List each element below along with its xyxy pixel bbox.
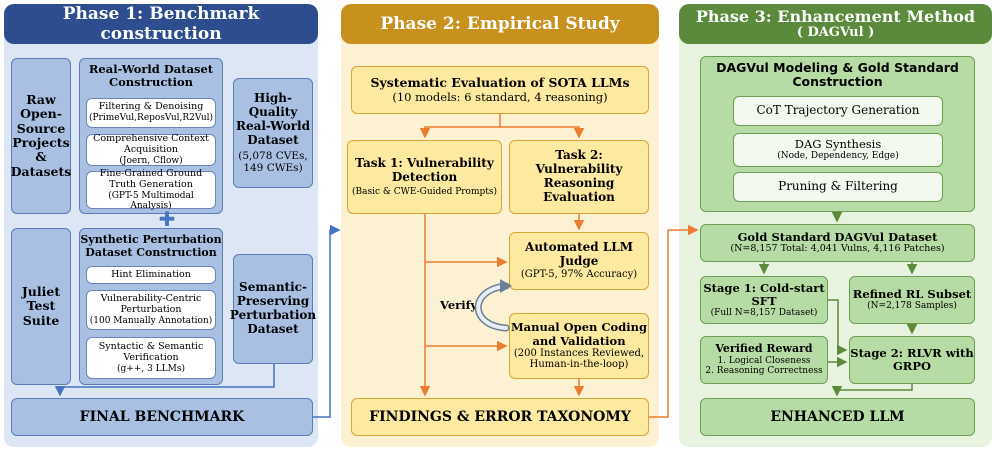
rl-subset-box: Refined RL Subset (N=2,178 Samples) xyxy=(849,276,975,324)
filtering-box: Filtering & Denoising (PrimeVul,ReposVul… xyxy=(86,98,216,128)
juliet-box: Juliet Test Suite xyxy=(11,228,71,385)
reward-box: Verified Reward 1. Logical Closeness 2. … xyxy=(700,336,828,384)
sys-eval-sub: (10 models: 6 standard, 4 reasoning) xyxy=(392,89,608,104)
context-title: Comprehensive Context Acquisition xyxy=(93,132,209,155)
task1-sub: (Basic & CWE-Guided Prompts) xyxy=(351,186,498,197)
manual-title: Manual Open Coding and Validation xyxy=(510,320,648,348)
enhanced-box: ENHANCED LLM xyxy=(700,398,975,436)
stage1-sub: (Full N=8,157 Dataset) xyxy=(710,308,818,319)
phase2-header: Phase 2: Empirical Study xyxy=(341,4,659,44)
findings-label: FINDINGS & ERROR TAXONOMY xyxy=(369,408,631,425)
dag-sub: (Node, Dependency, Edge) xyxy=(777,151,899,162)
task2-title: Task 2: Vulnerability Reasoning Evaluati… xyxy=(535,148,623,204)
reward-title: Verified Reward xyxy=(715,342,813,356)
phase3-header: Phase 3: Enhancement Method ( DAGVul ) xyxy=(679,4,992,44)
task1-box: Task 1: Vulnerability Detection (Basic &… xyxy=(347,140,502,214)
context-box: Comprehensive Context Acquisition (Joern… xyxy=(86,132,216,166)
reward-item2: 2. Reasoning Correctness xyxy=(705,366,823,377)
ground-truth-sub: (GPT-5 Multimodal Analysis) xyxy=(108,190,194,211)
raw-source-box: Raw Open-Source Projects & Datasets xyxy=(11,58,71,214)
manual-sub: (200 Instances Reviewed, Human-in-the-lo… xyxy=(513,347,645,371)
gold-sub: (N=8,157 Total: 4,041 Vulns, 4,116 Patch… xyxy=(730,243,945,255)
final-benchmark-label: FINAL BENCHMARK xyxy=(79,408,245,425)
hq-dataset-title: High-Quality Real-World Dataset xyxy=(235,91,311,147)
hq-dataset-sub: (5,078 CVEs, 149 CWEs) xyxy=(238,149,308,174)
ground-truth-title: Fine-Grained Ground Truth Generation xyxy=(99,167,203,190)
vcp-sub: (100 Manually Annotation) xyxy=(89,315,213,326)
spp-box: Semantic-Preserving Perturbation Dataset xyxy=(229,254,317,364)
dag-title: DAG Synthesis xyxy=(794,137,882,152)
reward-item1: 1. Logical Closeness xyxy=(717,355,811,366)
verify-label: Verify xyxy=(440,298,478,312)
vcp-title: Vulnerability-Centric Perturbation xyxy=(100,292,202,315)
synthetic-title: Synthetic Perturbation Dataset Construct… xyxy=(80,233,222,259)
phase3-title: Phase 3: Enhancement Method xyxy=(695,7,976,27)
gold-box: Gold Standard DAGVul Dataset (N=8,157 To… xyxy=(700,224,975,262)
gold-title: Gold Standard DAGVul Dataset xyxy=(737,229,938,244)
final-benchmark-box: FINAL BENCHMARK xyxy=(11,398,313,436)
hint-box: Hint Elimination xyxy=(86,266,216,284)
ssv-title: Syntactic & Semantic Verification xyxy=(98,340,204,363)
pruning-box: Pruning & Filtering xyxy=(733,172,943,202)
phase3-subtitle: ( DAGVul ) xyxy=(796,24,875,40)
stage2-box: Stage 2: RLVR with GRPO xyxy=(849,336,975,384)
manual-box: Manual Open Coding and Validation (200 I… xyxy=(509,313,649,379)
vcp-box: Vulnerability-Centric Perturbation (100 … xyxy=(86,290,216,330)
judge-box: Automated LLM Judge (GPT-5, 97% Accuracy… xyxy=(509,232,649,290)
rl-subset-title: Refined RL Subset xyxy=(852,287,972,302)
real-world-title: Real-World Dataset Construction xyxy=(88,62,214,90)
ssv-sub: (g++, 3 LLMs) xyxy=(117,363,185,374)
filtering-sub: (PrimeVul,ReposVul,R2Vul) xyxy=(88,113,214,124)
ground-truth-box: Fine-Grained Ground Truth Generation (GP… xyxy=(86,167,216,211)
cot-box: CoT Trajectory Generation xyxy=(733,96,943,126)
stage1-box: Stage 1: Cold-start SFT (Full N=8,157 Da… xyxy=(700,276,828,324)
task1-title: Task 1: Vulnerability Detection xyxy=(355,156,494,184)
judge-sub: (GPT-5, 97% Accuracy) xyxy=(520,269,638,281)
spp-label: Semantic-Preserving Perturbation Dataset xyxy=(229,280,317,336)
rl-subset-sub: (N=2,178 Samples) xyxy=(867,301,957,312)
stage2-title: Stage 2: RLVR with GRPO xyxy=(850,345,974,373)
sys-eval-box: Systematic Evaluation of SOTA LLMs (10 m… xyxy=(351,66,649,114)
enhanced-label: ENHANCED LLM xyxy=(770,408,905,425)
phase1-title: Phase 1: Benchmark construction xyxy=(62,4,260,44)
pruning-label: Pruning & Filtering xyxy=(778,179,898,194)
filtering-title: Filtering & Denoising xyxy=(98,101,204,113)
judge-title: Automated LLM Judge xyxy=(525,240,633,269)
phase2-title: Phase 2: Empirical Study xyxy=(380,14,620,34)
raw-source-label: Raw Open-Source Projects & Datasets xyxy=(10,91,72,179)
juliet-label: Juliet Test Suite xyxy=(21,283,61,328)
cot-label: CoT Trajectory Generation xyxy=(756,103,920,118)
sys-eval-title: Systematic Evaluation of SOTA LLMs xyxy=(370,75,630,91)
stage1-title: Stage 1: Cold-start SFT xyxy=(703,280,825,308)
context-sub: (Joern, Cflow) xyxy=(119,155,183,166)
plus-icon: ✚ xyxy=(158,207,176,231)
hint-label: Hint Elimination xyxy=(111,268,191,280)
phase1-header: Phase 1: Benchmark construction xyxy=(4,4,318,44)
modeling-title: DAGVul Modeling & Gold Standard Construc… xyxy=(716,60,959,90)
hq-dataset-box: High-Quality Real-World Dataset (5,078 C… xyxy=(233,78,313,188)
task2-box: Task 2: Vulnerability Reasoning Evaluati… xyxy=(509,140,649,214)
ssv-box: Syntactic & Semantic Verification (g++, … xyxy=(86,337,216,379)
dag-box: DAG Synthesis (Node, Dependency, Edge) xyxy=(733,133,943,167)
findings-box: FINDINGS & ERROR TAXONOMY xyxy=(351,398,649,436)
